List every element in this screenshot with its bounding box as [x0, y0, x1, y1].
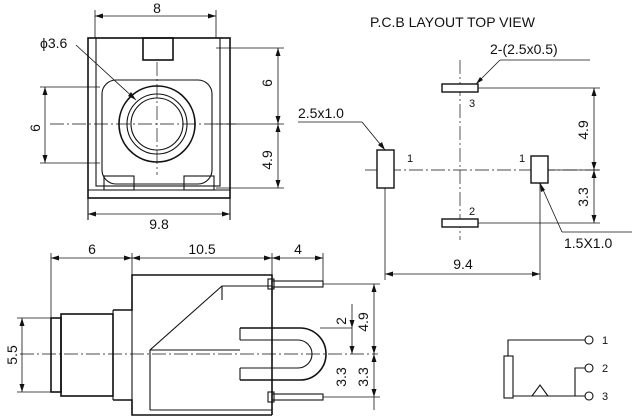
pad-label-top: 2-(2.5x0.5) — [490, 41, 558, 57]
schematic-pin2: 2 — [602, 363, 608, 375]
pad-label-right: 1.5X1.0 — [564, 235, 612, 251]
pad-3 — [441, 83, 479, 93]
pin-left-number: 1 — [407, 153, 413, 165]
dim-hole-diameter: ϕ3.6 — [40, 35, 68, 51]
dim-width-top: 8 — [153, 0, 161, 16]
dim-side-left: 6 — [88, 241, 96, 257]
dim-bottom-width: 9.8 — [149, 216, 169, 232]
dim-side-r1: 2 — [333, 317, 349, 325]
pin-bottom-number: 2 — [469, 206, 475, 218]
pad-1-left — [376, 149, 395, 189]
dim-side-right: 4 — [294, 241, 302, 257]
dim-side-r3-b: 3.3 — [333, 367, 349, 387]
pcb-title: P.C.B LAYOUT TOP VIEW — [370, 14, 536, 30]
pcb-layout: P.C.B LAYOUT TOP VIEW 3 1 1 2 2-(2.5x0.5… — [298, 14, 632, 280]
dim-side-height: 5.5 — [4, 345, 20, 365]
pcb-dim-lower: 3.3 — [575, 187, 591, 207]
dim-right-upper: 6 — [259, 79, 275, 87]
pad-1-right — [530, 155, 549, 184]
schematic-pin1: 1 — [602, 335, 608, 347]
pin-top-number: 3 — [469, 98, 475, 110]
dim-right-lower: 4.9 — [259, 150, 275, 170]
top-view: 8 ϕ3.6 6 — [27, 0, 284, 232]
dim-side-mid: 10.5 — [188, 241, 215, 257]
dim-side-r2: 4.9 — [355, 312, 371, 332]
pcb-dim-upper: 4.9 — [575, 120, 591, 140]
pin-right-number: 1 — [519, 153, 525, 165]
side-view: 6 10.5 4 5.5 — [4, 241, 380, 416]
schematic-pin3: 3 — [602, 391, 608, 403]
dim-side-r3-a: 3.3 — [355, 367, 371, 387]
pad-label-left: 2.5x1.0 — [298, 105, 344, 121]
pad-2 — [441, 218, 479, 228]
pcb-dim-width: 9.4 — [453, 256, 473, 272]
schematic: 1 2 3 — [503, 335, 608, 403]
dim-height-left: 6 — [27, 124, 43, 132]
